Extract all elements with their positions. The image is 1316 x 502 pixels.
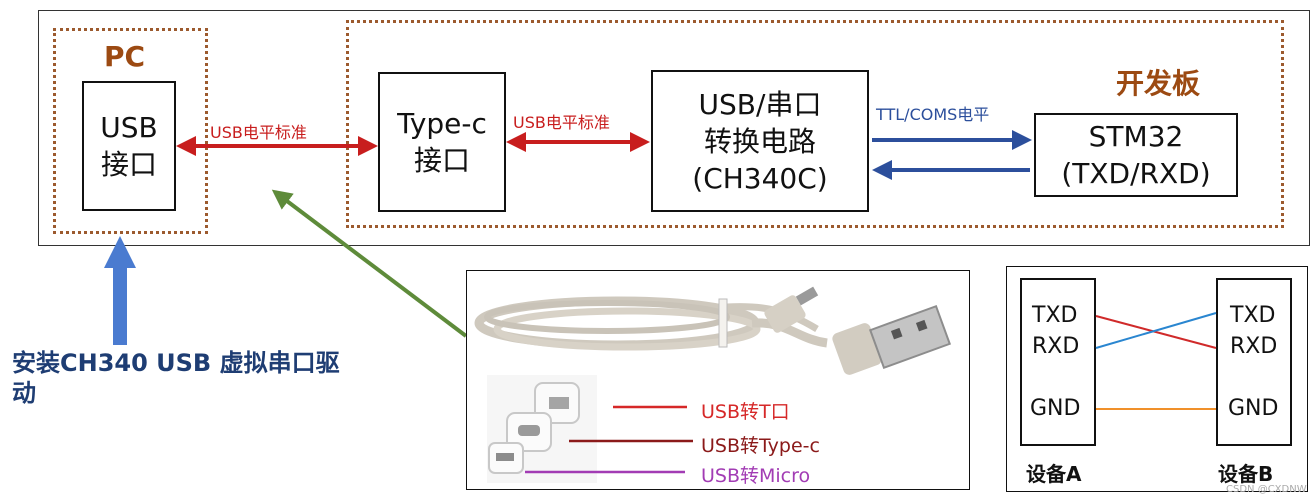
device-a-label: 设备A bbox=[1026, 458, 1081, 487]
device-b-label: 设备B bbox=[1218, 458, 1273, 487]
watermark: CSDN @CXDNW bbox=[1226, 484, 1307, 495]
